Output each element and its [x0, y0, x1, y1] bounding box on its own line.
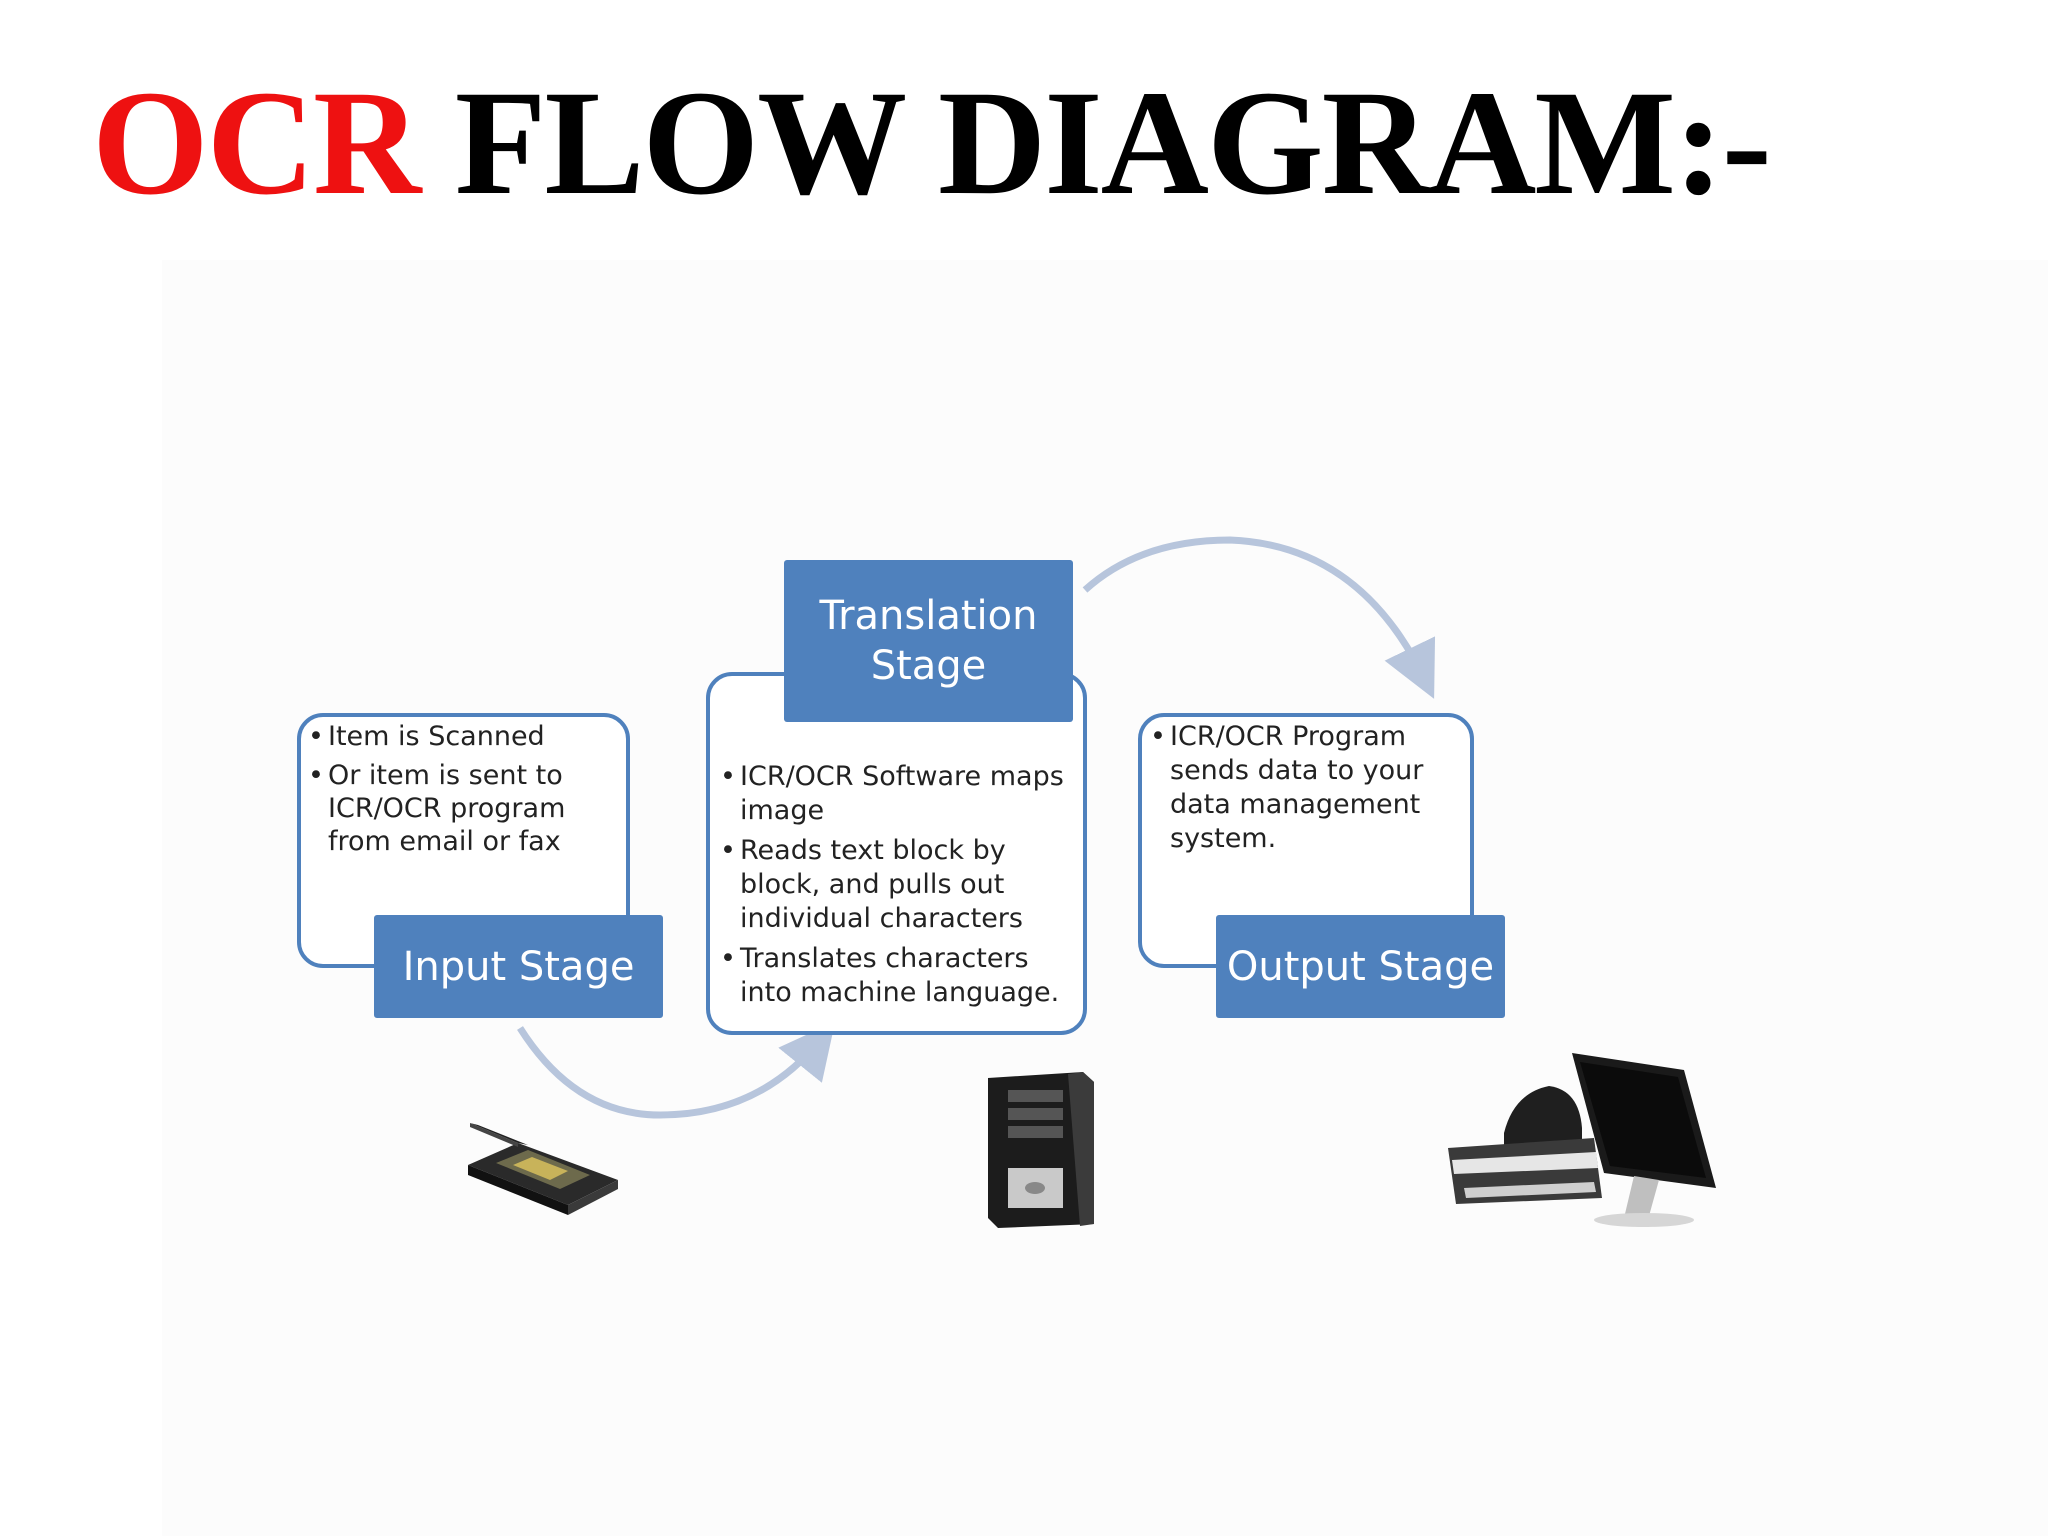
translation-bullet-2: Reads text block by block, and pulls out…	[720, 834, 1080, 936]
scanner-icon	[468, 1123, 618, 1215]
title-accent: OCR	[92, 60, 421, 226]
translation-stage-bullets: ICR/OCR Software maps image Reads text b…	[720, 760, 1080, 1016]
translation-stage-box: Translation Stage	[784, 560, 1073, 722]
arrow-input-to-translation	[517, 1021, 836, 1119]
input-bullet-2: Or item is sent to ICR/OCR program from …	[308, 759, 628, 858]
slide-title: OCR FLOW DIAGRAM:-	[92, 68, 1772, 218]
output-stage-bullets: ICR/OCR Program sends data to your data …	[1150, 720, 1450, 862]
translation-bullet-3: Translates characters into machine langu…	[720, 942, 1080, 1010]
input-stage-box: Input Stage	[374, 915, 663, 1018]
output-stage-label: Output Stage	[1226, 943, 1495, 990]
computer-tower-icon	[988, 1072, 1094, 1228]
arrow-translation-to-output	[1082, 536, 1436, 699]
title-rest: FLOW DIAGRAM:-	[454, 60, 1772, 226]
monitor-printer-icon	[1448, 1053, 1716, 1227]
input-bullet-1: Item is Scanned	[308, 720, 628, 753]
translation-bullet-1: ICR/OCR Software maps image	[720, 760, 1080, 828]
output-bullet-1: ICR/OCR Program sends data to your data …	[1150, 720, 1450, 856]
input-stage-bullets: Item is Scanned Or item is sent to ICR/O…	[308, 720, 628, 864]
translation-stage-label: Translation Stage	[819, 593, 1038, 689]
output-stage-box: Output Stage	[1216, 915, 1505, 1018]
input-stage-label: Input Stage	[402, 943, 635, 990]
